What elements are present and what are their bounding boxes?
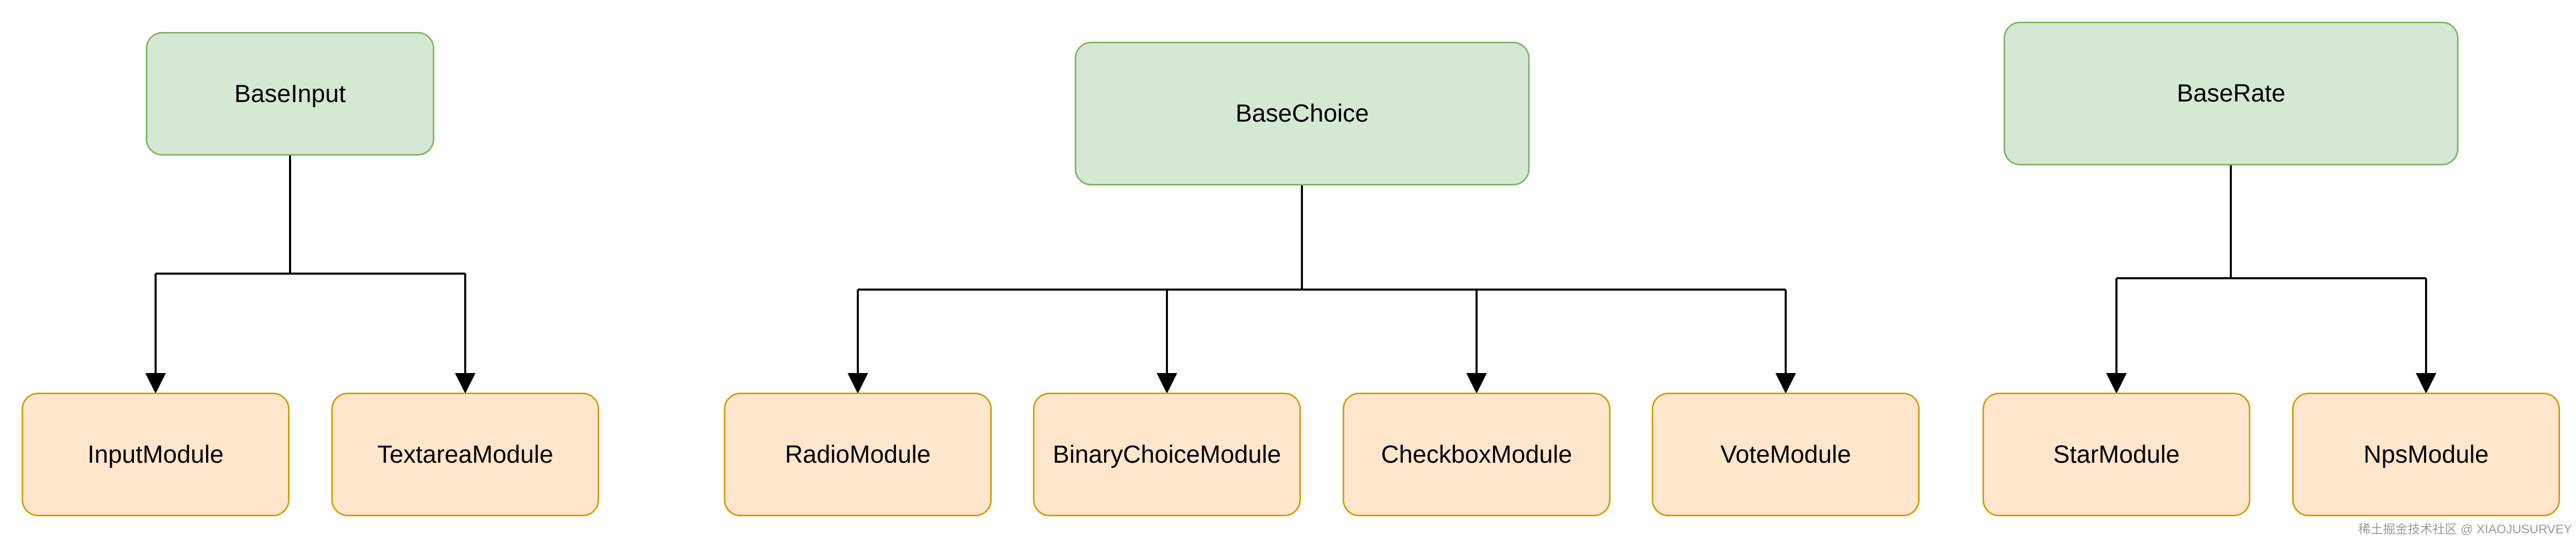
star-module-node: StarModule xyxy=(1982,393,2250,516)
base-choice-label: BaseChoice xyxy=(1235,100,1369,127)
watermark: 稀土掘金技术社区 @ XIAOJUSURVEY xyxy=(2358,522,2572,536)
checkbox-module-label: CheckboxModule xyxy=(1381,441,1572,468)
radio-module-label: RadioModule xyxy=(785,441,931,468)
base-choice-node: BaseChoice xyxy=(1075,42,1530,185)
base-input-node: BaseInput xyxy=(146,32,434,156)
binary-choice-module-node: BinaryChoiceModule xyxy=(1033,393,1301,516)
input-module-label: InputModule xyxy=(87,441,224,468)
base-input-label: BaseInput xyxy=(234,80,346,108)
binary-choice-module-label: BinaryChoiceModule xyxy=(1053,441,1281,468)
textarea-module-node: TextareaModule xyxy=(331,393,599,516)
input-module-node: InputModule xyxy=(22,393,290,516)
checkbox-module-node: CheckboxModule xyxy=(1343,393,1611,516)
radio-module-node: RadioModule xyxy=(724,393,992,516)
vote-module-node: VoteModule xyxy=(1652,393,1920,516)
star-module-label: StarModule xyxy=(2053,441,2180,468)
nps-module-node: NpsModule xyxy=(2292,393,2560,516)
nps-module-label: NpsModule xyxy=(2363,441,2489,468)
base-rate-label: BaseRate xyxy=(2177,80,2285,107)
base-rate-node: BaseRate xyxy=(2004,22,2459,165)
textarea-module-label: TextareaModule xyxy=(377,441,553,468)
vote-module-label: VoteModule xyxy=(1720,441,1851,468)
